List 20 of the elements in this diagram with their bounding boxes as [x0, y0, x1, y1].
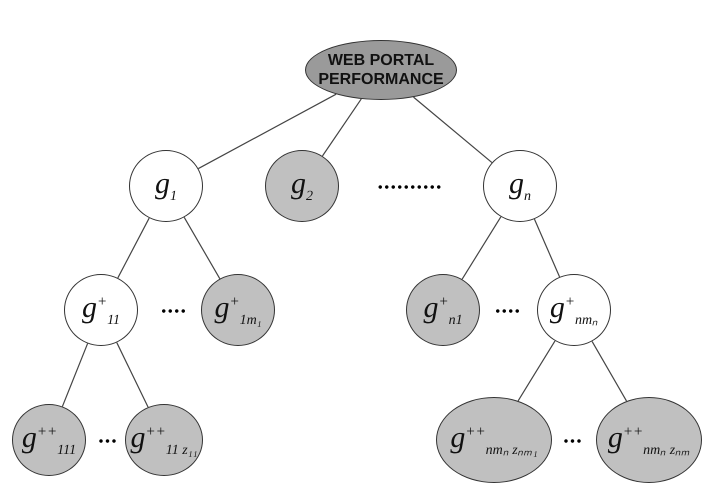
root-title: WEB PORTAL PERFORMANCE — [317, 50, 445, 90]
ellipsis-dots: .... — [161, 294, 187, 317]
connector-line — [117, 218, 150, 278]
ellipsis-dots: .... — [495, 294, 521, 317]
connector-line — [198, 94, 336, 170]
connector-line — [322, 98, 362, 156]
connector-line — [534, 218, 560, 278]
ellipsis-dots: ... — [563, 424, 583, 447]
ellipsis-dots: ... — [98, 424, 118, 447]
goal-symbol: g$_{1}$ — [155, 167, 177, 205]
ellipsis-dots: .......... — [378, 170, 442, 193]
connector-line — [592, 341, 628, 402]
connector-line — [184, 217, 220, 279]
connector-line — [413, 96, 492, 164]
connector-line — [116, 342, 149, 408]
connector-line — [518, 340, 556, 402]
goal-symbol: g$_{2}$ — [291, 167, 313, 205]
goal-symbol: g$_{n}$ — [509, 167, 531, 205]
connector-line — [462, 216, 502, 280]
connector-line — [62, 343, 88, 407]
